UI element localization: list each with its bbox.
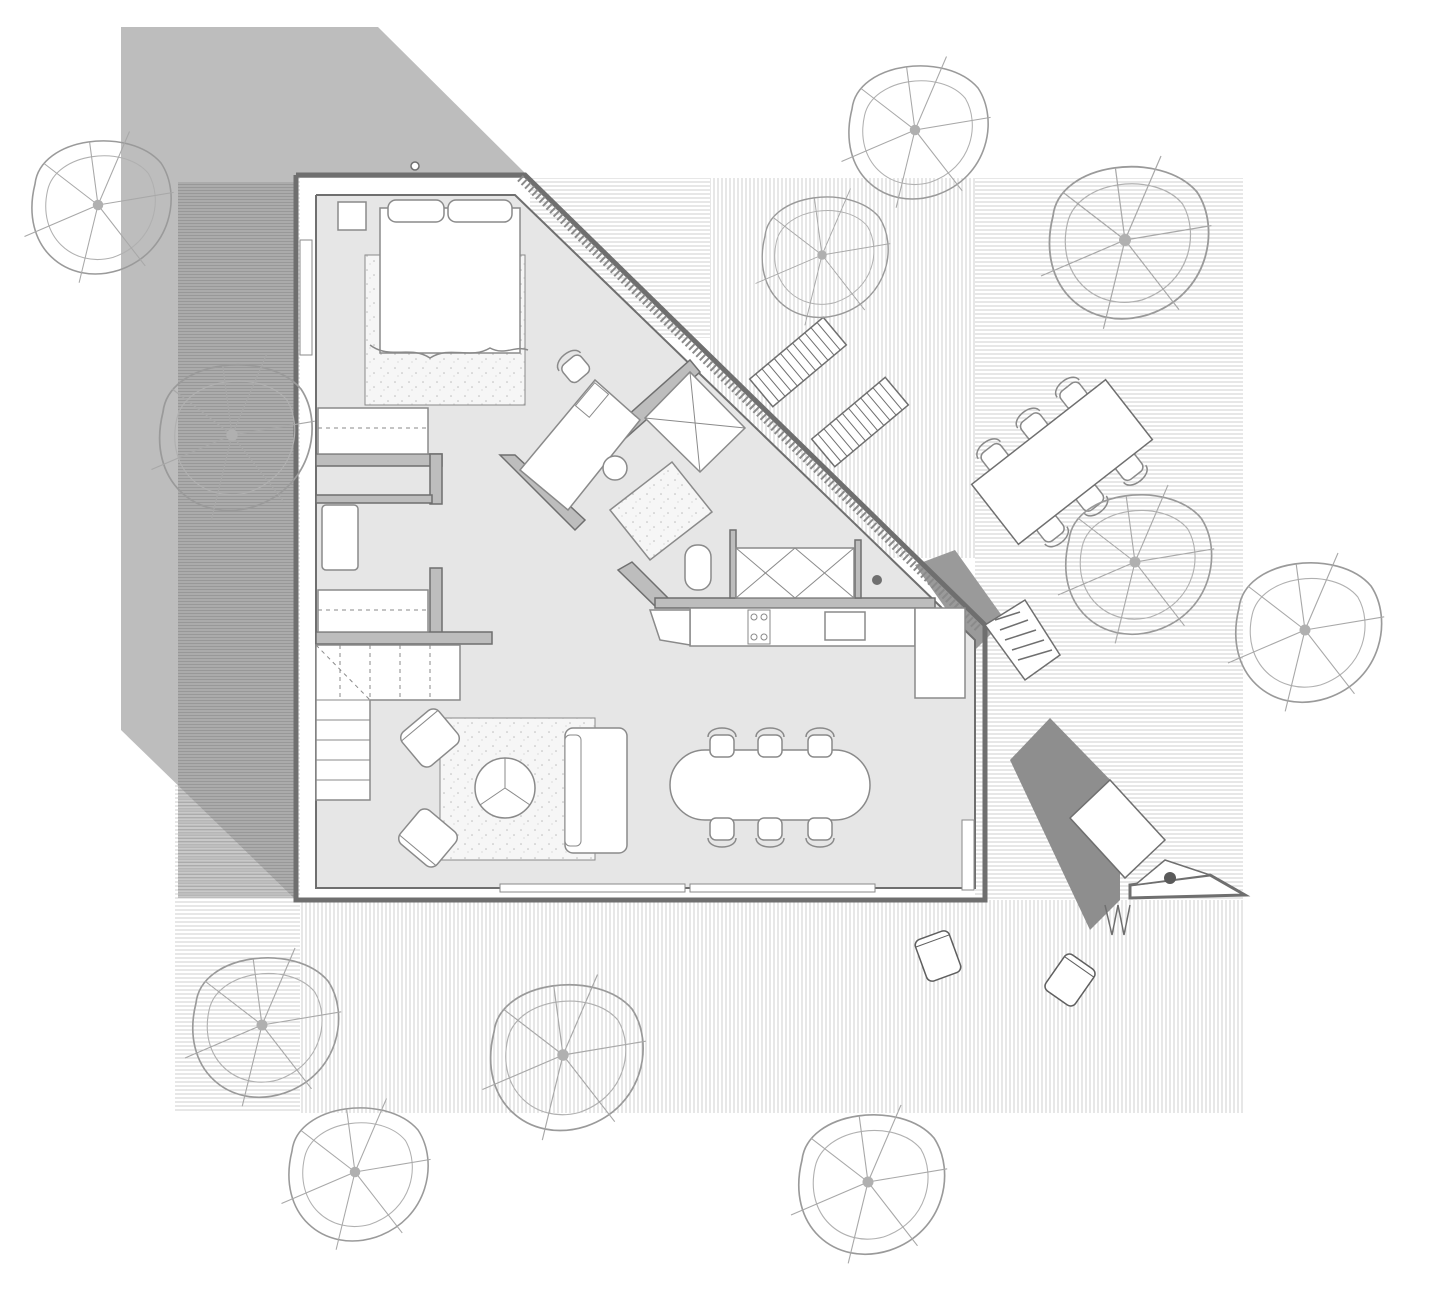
windows <box>299 239 975 893</box>
wall-utility-top <box>315 494 433 504</box>
garden-shed <box>1068 778 1251 936</box>
utility <box>317 504 429 633</box>
laundry <box>735 547 882 599</box>
exterior-steps <box>983 598 1062 682</box>
toilet-icon <box>684 544 712 591</box>
shadows <box>121 27 1120 930</box>
staircase-icon <box>315 644 461 801</box>
living-room <box>397 708 628 868</box>
window-south-1 <box>499 883 686 893</box>
window-south-2 <box>689 883 876 893</box>
sink-icon <box>824 611 866 641</box>
outdoor-chair <box>914 930 962 982</box>
wall-shower-divider <box>854 539 862 599</box>
bath-mat <box>608 460 714 562</box>
shed-shadow <box>1010 718 1120 930</box>
bedroom-wardrobe <box>317 407 429 455</box>
armchair-icon <box>399 708 461 768</box>
sun-lounger-icon <box>810 376 910 468</box>
wall-bath-diagonal <box>498 454 587 532</box>
wall-wc-divider <box>729 529 737 599</box>
wall-stair-north <box>315 631 493 645</box>
deck-south <box>300 900 1243 1113</box>
exterior-light <box>410 161 420 171</box>
sofa-icon <box>564 727 628 854</box>
wall-bedroom-south <box>315 453 443 467</box>
kitchen <box>648 607 966 699</box>
outdoor-dining-table-icon <box>970 372 1154 552</box>
coffee-table <box>474 757 536 819</box>
nightstand <box>337 201 367 231</box>
sink-icon <box>602 455 628 481</box>
wall-closet-divider <box>429 453 443 505</box>
stove-icon <box>747 609 771 645</box>
kitchen-counter <box>689 607 916 647</box>
sun-lounger-icon <box>748 316 848 408</box>
west-deck-shadow <box>178 182 296 898</box>
wall-kitchen-north <box>654 597 936 609</box>
kitchen-tall-unit <box>648 609 691 646</box>
bathroom <box>602 370 747 591</box>
kitchen-counter-return <box>914 607 966 699</box>
armchair-icon <box>397 808 459 868</box>
double-bed-icon <box>369 199 529 359</box>
window-east-door <box>961 819 975 891</box>
outdoor-chair <box>1044 953 1096 1007</box>
window-west-1 <box>299 239 313 356</box>
dining-table-icon <box>669 727 871 848</box>
wall-closet-lower <box>429 567 443 637</box>
desk <box>518 378 642 512</box>
bedroom <box>317 199 642 512</box>
